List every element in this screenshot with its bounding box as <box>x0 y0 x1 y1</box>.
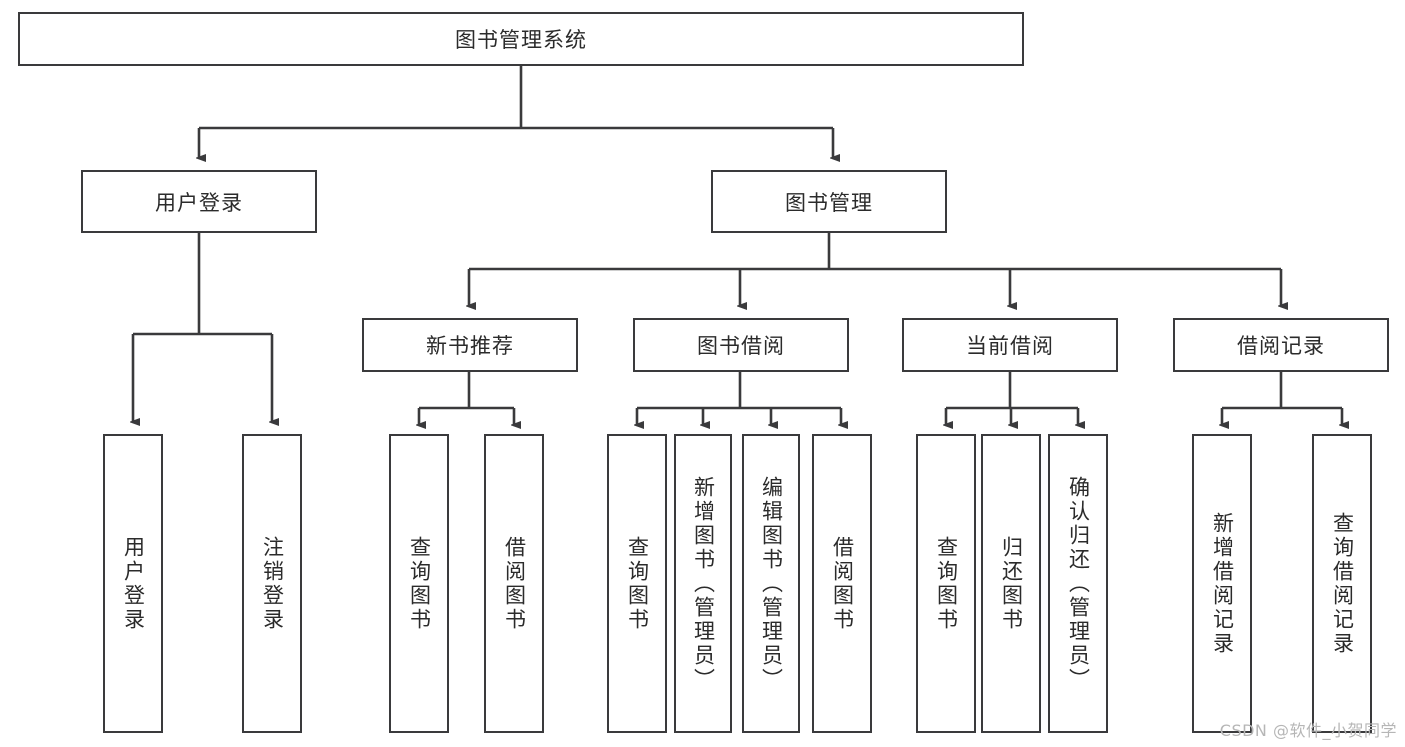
node-label: 编辑图书（管理员） <box>759 475 784 692</box>
leaf-query-book-recommend[interactable]: 查询图书 <box>389 434 449 733</box>
node-label: 借阅图书 <box>830 535 855 632</box>
node-label: 新书推荐 <box>426 334 514 358</box>
leaf-query-book-current[interactable]: 查询图书 <box>916 434 976 733</box>
node-label: 新增借阅记录 <box>1210 511 1235 656</box>
node-root-book-management-system[interactable]: 图书管理系统 <box>18 12 1024 66</box>
node-label: 注销登录 <box>260 535 285 632</box>
node-current-borrow[interactable]: 当前借阅 <box>902 318 1118 372</box>
node-book-borrow[interactable]: 图书借阅 <box>633 318 849 372</box>
node-book-management[interactable]: 图书管理 <box>711 170 947 233</box>
leaf-return-book[interactable]: 归还图书 <box>981 434 1041 733</box>
leaf-borrow-book[interactable]: 借阅图书 <box>812 434 872 733</box>
node-label: 用户登录 <box>121 535 146 632</box>
node-label: 借阅记录 <box>1237 334 1325 358</box>
node-label: 用户登录 <box>155 190 243 215</box>
node-label: 归还图书 <box>999 535 1024 632</box>
leaf-user-login[interactable]: 用户登录 <box>103 434 163 733</box>
node-label: 当前借阅 <box>966 334 1054 358</box>
node-label: 查询借阅记录 <box>1330 511 1355 656</box>
node-label: 借阅图书 <box>502 535 527 632</box>
leaf-query-book-borrow[interactable]: 查询图书 <box>607 434 667 733</box>
node-label: 新增图书（管理员） <box>691 475 716 692</box>
leaf-confirm-return-admin[interactable]: 确认归还（管理员） <box>1048 434 1108 733</box>
leaf-add-book-admin[interactable]: 新增图书（管理员） <box>674 434 732 733</box>
node-label: 确认归还（管理员） <box>1066 475 1091 692</box>
node-label: 查询图书 <box>625 535 650 632</box>
leaf-edit-book-admin[interactable]: 编辑图书（管理员） <box>742 434 800 733</box>
leaf-query-borrow-record[interactable]: 查询借阅记录 <box>1312 434 1372 733</box>
node-user-login[interactable]: 用户登录 <box>81 170 317 233</box>
node-new-book-recommend[interactable]: 新书推荐 <box>362 318 578 372</box>
node-borrow-record[interactable]: 借阅记录 <box>1173 318 1389 372</box>
node-label: 图书借阅 <box>697 334 785 358</box>
leaf-add-borrow-record[interactable]: 新增借阅记录 <box>1192 434 1252 733</box>
node-label: 图书管理系统 <box>455 28 587 52</box>
node-label: 查询图书 <box>934 535 959 632</box>
node-label: 图书管理 <box>785 190 873 215</box>
leaf-borrow-book-recommend[interactable]: 借阅图书 <box>484 434 544 733</box>
node-label: 查询图书 <box>407 535 432 632</box>
leaf-logout[interactable]: 注销登录 <box>242 434 302 733</box>
